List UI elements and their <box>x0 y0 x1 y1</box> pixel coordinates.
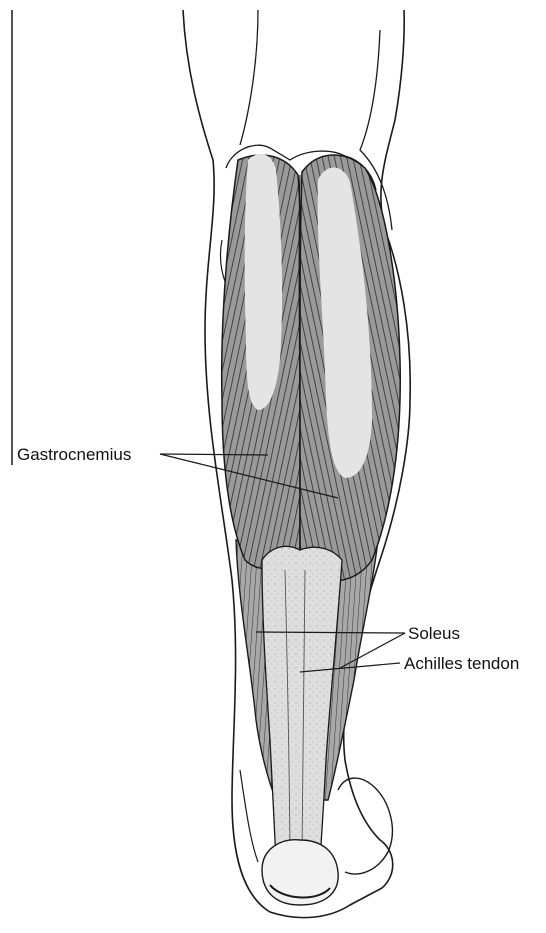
heel-bone <box>262 840 338 905</box>
gastrocnemius-label: Gastrocnemius <box>17 445 131 464</box>
ankle-inner-left <box>240 770 258 862</box>
achilles-tendon-label: Achilles tendon <box>404 654 519 673</box>
gastrocnemius-left-highlight <box>245 154 282 410</box>
leg-inner-outline <box>240 10 258 145</box>
soleus-label: Soleus <box>408 624 460 643</box>
foot-outline <box>338 778 392 874</box>
